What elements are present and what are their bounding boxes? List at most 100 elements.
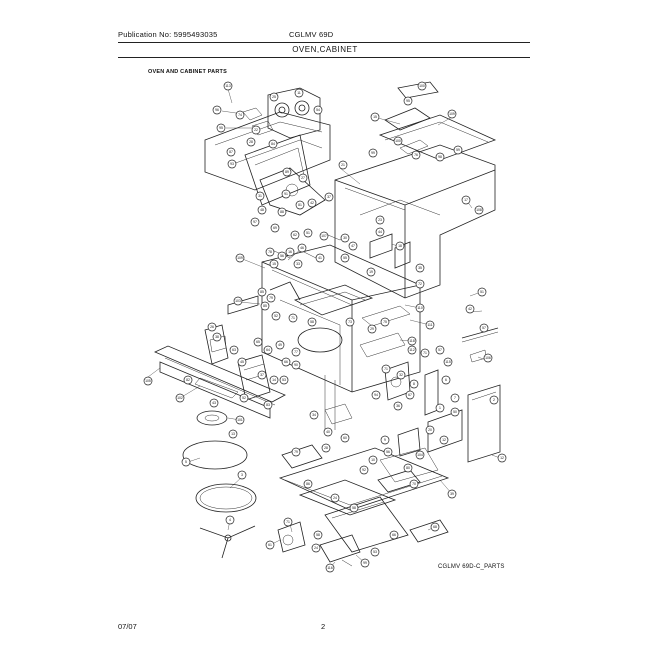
svg-text:65: 65	[256, 340, 260, 344]
svg-text:91: 91	[284, 192, 288, 196]
svg-text:24: 24	[333, 496, 337, 500]
svg-text:52: 52	[242, 396, 246, 400]
svg-text:29: 29	[370, 327, 374, 331]
svg-text:19: 19	[369, 270, 373, 274]
svg-text:85: 85	[260, 290, 264, 294]
svg-text:40: 40	[326, 430, 330, 434]
svg-text:70: 70	[412, 482, 416, 486]
svg-text:56: 56	[386, 450, 390, 454]
svg-text:86: 86	[306, 482, 310, 486]
section-title: OVEN,CABINET	[292, 45, 358, 54]
svg-text:1: 1	[439, 406, 441, 410]
svg-text:96: 96	[215, 108, 219, 112]
svg-text:101: 101	[237, 418, 243, 422]
svg-text:100: 100	[419, 84, 425, 88]
svg-text:93: 93	[230, 162, 234, 166]
svg-text:79: 79	[269, 296, 273, 300]
publication-number: Publication No: 5995493035	[118, 30, 218, 39]
svg-text:21: 21	[341, 163, 345, 167]
svg-text:22: 22	[254, 128, 258, 132]
svg-text:62: 62	[293, 233, 297, 237]
svg-text:44: 44	[378, 230, 382, 234]
svg-text:110: 110	[417, 306, 423, 310]
svg-text:57: 57	[438, 348, 442, 352]
svg-text:66: 66	[392, 533, 396, 537]
svg-text:87: 87	[229, 150, 233, 154]
svg-text:31: 31	[258, 194, 262, 198]
svg-text:71: 71	[286, 520, 290, 524]
svg-text:107: 107	[321, 234, 327, 238]
svg-text:109: 109	[449, 112, 455, 116]
svg-text:103: 103	[235, 299, 241, 303]
svg-text:72: 72	[418, 282, 422, 286]
svg-text:43: 43	[212, 401, 216, 405]
svg-text:56: 56	[280, 254, 284, 258]
svg-text:10: 10	[371, 458, 375, 462]
diagram-caption: CGLMV 69D-C_PARTS	[438, 564, 505, 570]
svg-text:111: 111	[427, 323, 432, 327]
svg-text:106: 106	[485, 356, 491, 360]
page-number: 2	[321, 622, 326, 631]
svg-text:75: 75	[383, 320, 387, 324]
svg-text:36: 36	[396, 404, 400, 408]
control-panel	[154, 295, 286, 419]
cabinet-wrapper	[334, 81, 497, 299]
svg-text:79: 79	[294, 450, 298, 454]
svg-text:98: 98	[438, 155, 442, 159]
svg-text:15: 15	[272, 262, 276, 266]
svg-text:25: 25	[272, 95, 276, 99]
svg-text:34: 34	[312, 413, 316, 417]
oven-cavity	[261, 234, 421, 430]
svg-text:9: 9	[384, 438, 386, 442]
svg-text:69: 69	[273, 226, 277, 230]
svg-text:102: 102	[177, 396, 183, 400]
svg-text:71: 71	[291, 316, 295, 320]
svg-text:71: 71	[423, 351, 427, 355]
svg-text:92: 92	[362, 468, 366, 472]
svg-text:54: 54	[316, 108, 320, 112]
svg-text:42: 42	[310, 201, 314, 205]
svg-text:82: 82	[186, 378, 190, 382]
svg-text:49: 49	[278, 343, 282, 347]
part-callouts: 113 96 95 22 74 25 11 54 28 87 93 84 89 …	[143, 81, 507, 573]
header-rule-bottom	[118, 57, 530, 58]
svg-text:116: 116	[327, 566, 333, 570]
svg-text:32: 32	[399, 373, 403, 377]
svg-text:118: 118	[409, 339, 415, 343]
svg-text:112: 112	[409, 348, 415, 352]
svg-text:37: 37	[327, 195, 331, 199]
svg-text:3: 3	[241, 473, 243, 477]
svg-text:38: 38	[215, 335, 219, 339]
svg-text:77: 77	[294, 350, 298, 354]
footer-date: 07/07	[118, 622, 137, 631]
svg-text:46: 46	[300, 246, 304, 250]
svg-text:51: 51	[306, 231, 310, 235]
ref-bubbles: 113 96 95 22 74 25 11 54 28 87 93 84 89 …	[143, 81, 507, 573]
svg-text:95: 95	[406, 99, 410, 103]
svg-text:12: 12	[442, 438, 446, 442]
svg-text:99: 99	[363, 561, 367, 565]
svg-text:97: 97	[253, 220, 257, 224]
svg-text:11: 11	[297, 91, 301, 95]
svg-text:35: 35	[418, 266, 422, 270]
svg-text:68: 68	[433, 525, 437, 529]
svg-text:61: 61	[268, 543, 272, 547]
svg-text:42: 42	[468, 307, 472, 311]
svg-text:113: 113	[225, 84, 231, 88]
svg-text:105: 105	[145, 379, 151, 383]
svg-text:27: 27	[301, 176, 305, 180]
svg-text:71: 71	[384, 367, 388, 371]
svg-text:53: 53	[282, 378, 286, 382]
svg-text:33: 33	[296, 262, 300, 266]
svg-text:80: 80	[406, 466, 410, 470]
svg-text:26: 26	[210, 325, 214, 329]
header-rule-top	[118, 42, 530, 43]
svg-text:7: 7	[454, 396, 456, 400]
turntable-parts	[182, 410, 257, 559]
svg-text:109: 109	[237, 256, 243, 260]
blower-assembly	[204, 87, 331, 216]
svg-text:57: 57	[482, 326, 486, 330]
svg-text:39: 39	[450, 492, 454, 496]
svg-text:90: 90	[294, 363, 298, 367]
svg-text:66: 66	[284, 360, 288, 364]
